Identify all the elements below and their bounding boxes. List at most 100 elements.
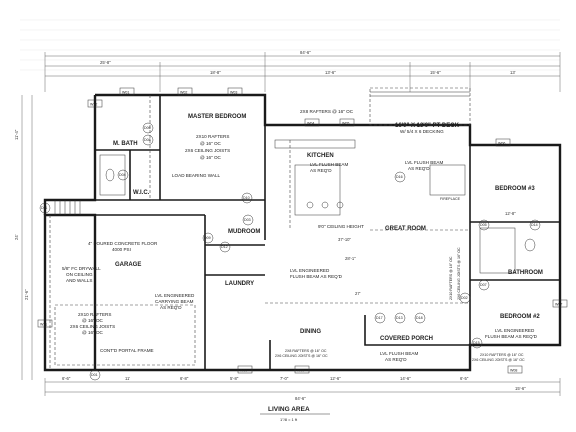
note-garage-rafters-1: 2X10 RAFTERS bbox=[78, 312, 111, 317]
tag-d07: D07 bbox=[480, 283, 487, 287]
bottom-dimensions: 6'-6" 11' 6'-8" 5'-8" 7'-0" 12'-6" 14'-6… bbox=[44, 376, 561, 401]
room-covered-porch: COVERED PORCH bbox=[380, 336, 433, 342]
note-great-beam-2: AS REQ'D bbox=[408, 166, 430, 171]
note-bed2-rafters-2: 2X6 CEILING JOISTS @ 16" OC bbox=[472, 358, 525, 362]
tag-w09: W09 bbox=[297, 369, 304, 373]
note-drywall-3: AND WALLS bbox=[66, 278, 92, 283]
dim-deck-top: 15'-6" bbox=[430, 70, 441, 75]
deck-outline bbox=[369, 87, 471, 126]
room-laundry: LAUNDRY bbox=[225, 281, 254, 287]
tag-d03: D03 bbox=[244, 218, 251, 222]
dim-overall-bot: 84'-6" bbox=[295, 396, 306, 401]
note-portal-frame: CONT'D PORTAL FRAME bbox=[100, 348, 154, 353]
note-garage-rafters-4: @ 16" OC bbox=[82, 330, 104, 335]
tag-d17: D17 bbox=[376, 316, 383, 320]
note-ceiling-height: 9'0" CEILING HEIGHT bbox=[318, 224, 364, 229]
sheet-title: LIVING AREA bbox=[268, 406, 310, 413]
tag-d12: D12 bbox=[221, 245, 228, 249]
tag-d08: D08 bbox=[144, 138, 151, 142]
note-drywall-2: ON CEILING bbox=[66, 272, 93, 277]
room-great-room: GREAT ROOM bbox=[385, 226, 426, 232]
dim-bot-5: 7'-0" bbox=[280, 376, 289, 381]
note-porch-beam-1: LVL FLUSH BEAM bbox=[380, 351, 418, 356]
tag-d14: D14 bbox=[531, 223, 538, 227]
note-deck-decking: W/ 5/4 X 6 DECKING bbox=[400, 129, 444, 134]
dim-left-top: 25'-8" bbox=[100, 60, 111, 65]
tag-w05: W05 bbox=[342, 122, 349, 126]
dim-bot-4: 5'-8" bbox=[230, 376, 239, 381]
note-garage-floor-2: 4000 PSI bbox=[112, 247, 131, 252]
dim-bot-2: 11' bbox=[125, 376, 130, 381]
tag-w12: W12 bbox=[90, 103, 97, 107]
tag-w02: W02 bbox=[180, 91, 187, 95]
note-master-rafters: 2X10 RAFTERS bbox=[196, 134, 229, 139]
room-garage: GARAGE bbox=[115, 262, 141, 268]
tag-w08: W08 bbox=[510, 369, 517, 373]
tag-d05: D05 bbox=[480, 223, 487, 227]
dim-left-3: 24' bbox=[14, 234, 19, 240]
dim-beam-span: 27' bbox=[355, 291, 361, 296]
dim-bot-8: 6'-5" bbox=[460, 376, 469, 381]
tag-d16: D16 bbox=[396, 175, 403, 179]
room-bathroom: BATHROOM bbox=[508, 270, 543, 276]
note-master-joists: 2X6 CEILING JOISTS bbox=[185, 148, 230, 153]
dim-overall-top: 84'-6" bbox=[300, 50, 311, 55]
tag-w06: W06 bbox=[498, 142, 505, 146]
room-m-bath: M. BATH bbox=[113, 141, 138, 147]
dim-left-2: 21'-6" bbox=[24, 289, 29, 300]
dim-mid-top: 18'-8" bbox=[210, 70, 221, 75]
tag-w11: W11 bbox=[40, 323, 47, 327]
left-dimensions: 11'-4" 21'-6" 24' bbox=[14, 95, 33, 380]
tag-d01: D01 bbox=[91, 373, 98, 377]
structural-notes: 2X10 RAFTERS @ 16" OC 2X6 CEILING JOISTS… bbox=[62, 109, 538, 362]
dim-great-width: 37'-10" bbox=[338, 237, 352, 242]
tag-d15: D15 bbox=[473, 341, 480, 345]
note-master-rafters-oc: @ 16" OC bbox=[200, 141, 222, 146]
note-dining-rafters-2: 2X6 CEILING JOISTS @ 16" OC bbox=[275, 354, 328, 358]
bath-fixtures bbox=[99, 154, 536, 274]
beam-lines bbox=[149, 95, 470, 304]
note-kitchen-beam-2: AS REQ'D bbox=[310, 168, 332, 173]
note-carry-beam-3: AS REQ'D bbox=[160, 305, 182, 310]
kitchen-fixtures bbox=[274, 139, 466, 216]
dim-great-len: 28'-1" bbox=[345, 256, 356, 261]
note-vert-rafters-1: 2X10 RAFTERS @ 16" OC bbox=[449, 256, 453, 300]
note-carry-beam-2: CARRYING BEAM bbox=[155, 299, 194, 304]
note-kitchen-rafters: 2X8 RAFTERS @ 16" OC bbox=[300, 109, 354, 114]
sheet-scale: 1"/8 = 1 ft bbox=[280, 417, 298, 422]
note-great-beam-1: LVL FLUSH BEAM bbox=[405, 160, 443, 165]
note-drywall-1: 5/8" FC DRYWALL bbox=[62, 266, 101, 271]
interior-dimensions: 37'-10" 28'-1" 27' 12'-8" bbox=[338, 211, 516, 296]
note-vert-rafters-2: 2X6 CEILING JOISTS @ 16" OC bbox=[457, 247, 461, 300]
interior-walls bbox=[95, 95, 560, 370]
tag-d09: D09 bbox=[204, 236, 211, 240]
tag-w04: W04 bbox=[307, 122, 314, 126]
note-garage-rafters-3: 2X6 CEILING JOISTS bbox=[70, 324, 115, 329]
room-kitchen: KITCHEN bbox=[307, 153, 334, 159]
room-deck: 16'0" X 13'0" PT DECK bbox=[395, 123, 460, 129]
dim-bed-width: 12'-8" bbox=[505, 211, 516, 216]
tag-d18: D18 bbox=[416, 316, 423, 320]
note-fireplace: FIREPLACE bbox=[440, 197, 461, 201]
dim-bot-1: 6'-6" bbox=[62, 376, 71, 381]
dim-bot-6: 12'-6" bbox=[330, 376, 341, 381]
note-load-bearing: LOAD BEARING WALL bbox=[172, 173, 221, 178]
tag-d06: D06 bbox=[144, 126, 151, 130]
room-dining: DINING bbox=[300, 329, 321, 335]
sheet-title-block: LIVING AREA 1"/8 = 1 ft bbox=[260, 406, 330, 422]
tag-w10: W10 bbox=[240, 369, 247, 373]
garage-layout bbox=[49, 215, 196, 370]
note-dining-rafters-1: 2X8 RAFTERS @ 16" OC bbox=[285, 349, 327, 353]
stairs bbox=[54, 200, 81, 215]
tag-d04: D04 bbox=[119, 173, 126, 177]
tag-d13: D13 bbox=[396, 316, 403, 320]
top-dimensions: 84'-6" 25'-8" 18'-8" 13'-6" 15'-6" 13' bbox=[44, 50, 561, 92]
dim-bot-3: 6'-8" bbox=[180, 376, 189, 381]
tag-w03: W03 bbox=[230, 91, 237, 95]
room-master-bedroom: MASTER BEDROOM bbox=[188, 114, 246, 120]
note-carry-beam-1: LVL ENGINEERED bbox=[155, 293, 195, 298]
note-flush-beam-1: LVL ENGINEERED bbox=[290, 268, 330, 273]
note-porch-beam-2: AS REQ'D bbox=[385, 357, 407, 362]
room-bedroom-2: BEDROOM #2 bbox=[500, 314, 540, 320]
note-bed2-rafters-1: 2X10 RAFTERS @ 16" OC bbox=[480, 353, 524, 357]
